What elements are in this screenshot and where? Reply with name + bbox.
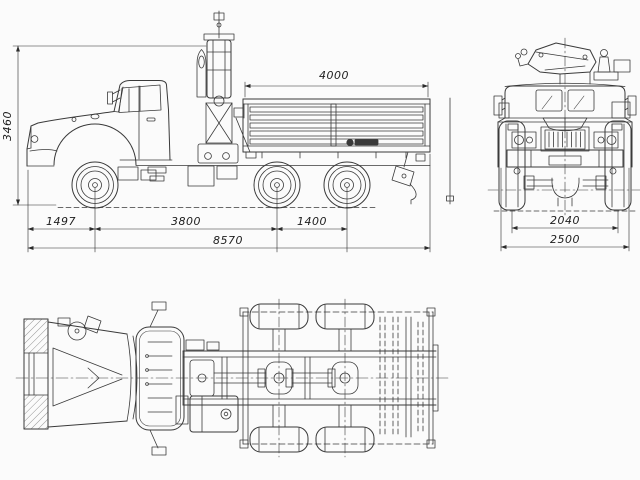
dim-text-overall-height: 3460 bbox=[1, 111, 14, 141]
dim-text-bogie-spacing: 1400 bbox=[297, 215, 327, 228]
dim-text-overall-width: 2500 bbox=[550, 233, 580, 246]
cargo-bed bbox=[242, 97, 454, 205]
front-axle bbox=[523, 175, 609, 207]
cab-and-hood bbox=[26, 80, 431, 187]
dim-track-width: 2040 bbox=[511, 210, 619, 234]
dim-text-wheelbase: 3800 bbox=[171, 215, 201, 228]
dim-overall-width: 2500 bbox=[500, 167, 630, 252]
dim-text-front-overhang: 1497 bbox=[46, 215, 76, 228]
top-view bbox=[15, 298, 449, 458]
dim-text-track-width: 2040 bbox=[550, 214, 580, 227]
side-view bbox=[26, 10, 454, 209]
crane-boom-front bbox=[515, 42, 631, 85]
crane-manipulator bbox=[196, 10, 257, 164]
dim-wheelbase: 3800 bbox=[94, 215, 278, 232]
dim-front-overhang: 1497 bbox=[27, 215, 96, 232]
dim-overall-height: 3460 bbox=[1, 45, 207, 206]
dim-overall-length: 8570 bbox=[27, 234, 431, 251]
front-view bbox=[487, 37, 640, 217]
dim-text-bed-length: 4000 bbox=[319, 69, 349, 82]
dim-text-overall-length: 8570 bbox=[213, 234, 243, 247]
manufacturer-logo bbox=[346, 138, 379, 147]
cab-front-face bbox=[493, 82, 637, 119]
top-hood bbox=[47, 315, 138, 428]
top-cab-roof bbox=[135, 301, 185, 456]
front-grille-area bbox=[497, 117, 633, 175]
top-fuel-tank bbox=[175, 395, 239, 433]
top-frame bbox=[182, 307, 439, 449]
dim-bed-length: 4000 bbox=[244, 69, 429, 98]
front-wheels bbox=[493, 120, 637, 212]
dim-bogie-spacing: 1400 bbox=[276, 215, 348, 232]
dimension-lines: 3460 1497 3800 1400 8570 4 bbox=[1, 45, 630, 253]
top-bumper bbox=[23, 318, 49, 430]
